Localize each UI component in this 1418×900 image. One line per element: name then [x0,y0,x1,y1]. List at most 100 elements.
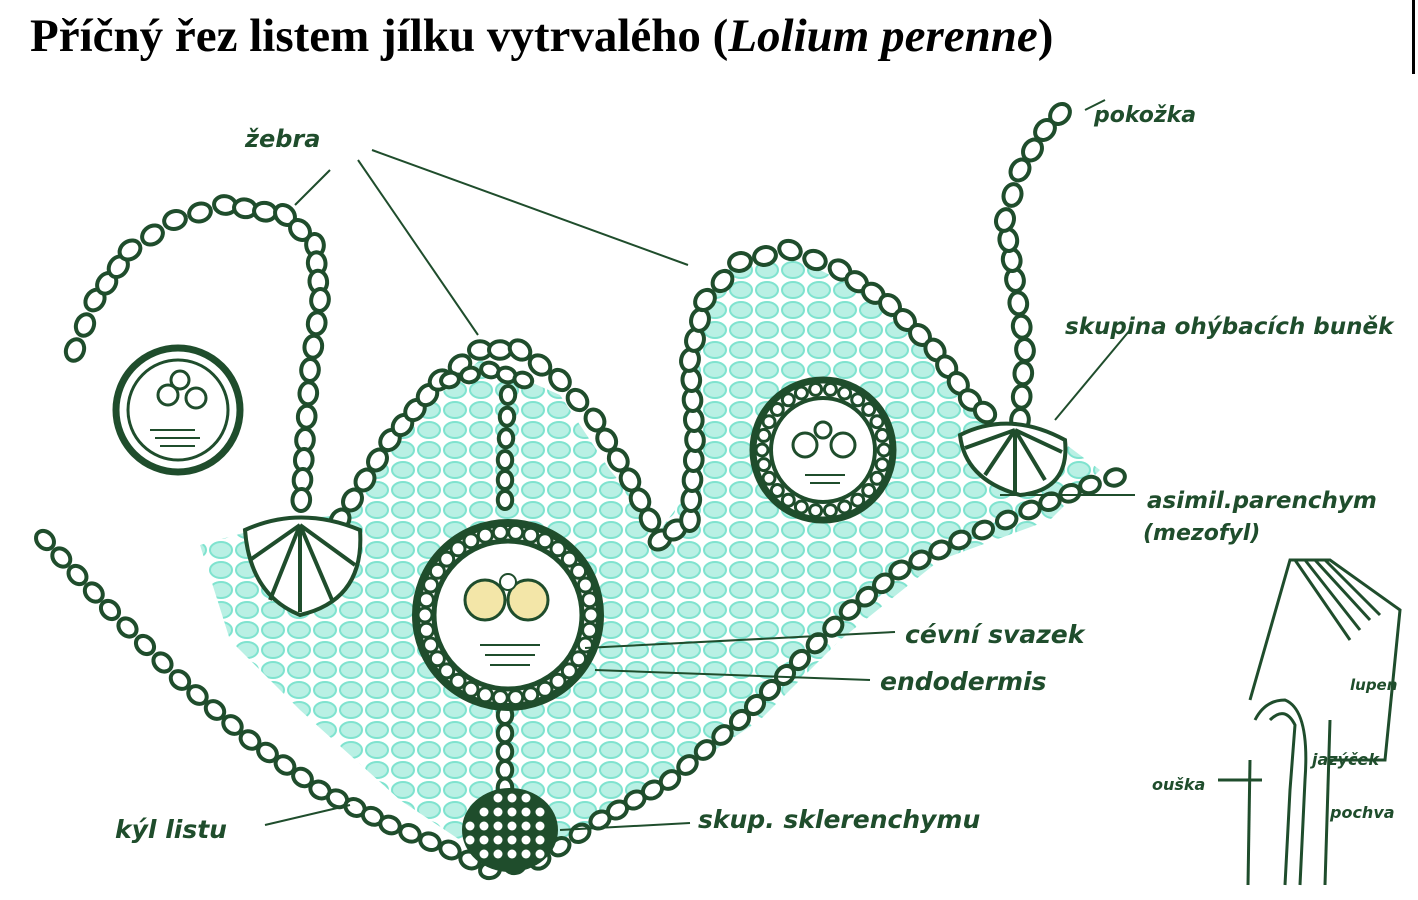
inset-leaf-junction [1218,558,1402,886]
label-endodermis: endodermis [880,667,1047,696]
epidermis-cell [693,287,717,313]
epidermis-cell [948,529,972,551]
endodermis-cell [869,414,885,430]
epidermis-cell [822,615,845,638]
endodermis-cell [476,686,494,704]
epidermis-cell [162,208,188,232]
species-name: Lolium perenne [728,10,1038,62]
endodermis-cell [428,650,446,668]
epidermis-cell [727,251,753,273]
endodermis-cell [869,470,885,486]
endodermis-cell [874,457,890,473]
epidermis-cell [297,380,320,407]
endodermis-cell [549,540,567,558]
endodermis-cell [462,680,480,698]
endodermis-cell [756,427,772,443]
sclerenchyma-cell [479,807,489,817]
endodermis-cell [416,606,434,624]
epidermis-cell [63,337,87,363]
epidermis-cell [498,384,518,406]
sclerenchyma-cell [535,849,545,859]
label-ribs: žebra [244,125,320,153]
epidermis-cell [928,539,952,561]
epidermis-cell [658,769,682,791]
label-bulliform-cells: skupina ohýbacích buněk [1065,314,1395,340]
epidermis-cell [1048,101,1072,127]
endodermis-cell [438,550,456,568]
endodermis-cell [861,483,877,498]
sclerenchyma-cell [535,835,545,845]
bulliform-cells-right [957,421,1068,498]
endodermis-cell [476,526,494,544]
sclerenchyma-cell [479,849,489,859]
epidermis-cell [693,739,717,761]
epidermis-cell [1010,383,1033,410]
sclerenchyma-cell [535,807,545,817]
endodermis-cell [417,591,435,609]
endodermis-cell [582,606,600,624]
endodermis-cell [793,385,809,401]
epidermis-cell [507,338,533,362]
sclerenchyma-cell [465,835,475,845]
endodermis-cell [438,662,456,680]
xylem-vessel [506,578,550,622]
endodermis-cell [769,483,785,498]
epidermis-cell [186,684,209,706]
endodermis-cell [876,442,892,458]
endodermis-cell [549,672,567,690]
endodermis-cell [522,686,540,704]
xylem-vessel [463,578,507,622]
endodermis-cell [808,503,824,519]
epidermis-cell [302,333,325,360]
epidermis-cell [133,633,157,657]
epidermis-cell [1103,467,1127,488]
endodermis-cell [837,385,853,401]
epidermis-cell [299,357,321,383]
endodermis-cell [822,381,838,397]
sclerenchyma-cell [507,793,517,803]
endodermis-cell [576,576,594,594]
epidermis-cell [73,312,97,338]
epidermis-cell [116,616,139,639]
label-assimilation-parenchyma: asimil.parenchym [1147,488,1377,514]
epidermis-cell [496,427,516,450]
sclerenchyma-cell [521,849,531,859]
sclerenchyma-cell [479,835,489,845]
epidermis-cell [1014,337,1036,363]
endodermis-cell [780,492,796,508]
endodermis-cell [861,402,877,417]
sclerenchyma-cell [507,807,517,817]
epidermis-cell [305,310,328,337]
epidermis-cell [1001,182,1024,208]
sclerenchyma-cell [507,835,517,845]
epidermis-cell [295,403,318,430]
epidermis-cell [151,651,174,674]
sclerenchyma-cell [521,807,531,817]
epidermis-cell [290,487,313,513]
epidermis-cell [993,207,1017,233]
label-auricles: ouška [1152,775,1205,794]
sclerenchyma-cell [493,821,503,831]
epidermis-cell [788,648,812,672]
epidermis-cell [565,387,590,413]
epidermis-cell [1007,290,1030,317]
endodermis-cell [449,672,467,690]
endodermis-cell [417,621,435,639]
sclerenchyma-cell [465,821,475,831]
epidermis-cell [495,740,515,763]
endodermis-cell [536,680,554,698]
endodermis-cell [754,442,770,458]
endodermis-cell [507,689,525,707]
endodermis-cell [808,381,824,397]
epidermis-cell [438,839,462,861]
endodermis-cell [522,526,540,544]
label-blade: lupen [1350,676,1397,694]
epidermis-cell [972,400,998,425]
leader-lines [264,99,1135,831]
endodermis-cell [570,562,588,580]
epidermis-cell [497,405,517,428]
title-divider [1412,0,1415,74]
label-sheath: pochva [1329,803,1395,822]
epidermis-cell [495,449,515,471]
